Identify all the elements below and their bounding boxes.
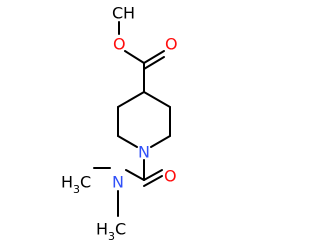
atom-methyl-top-h: H [123, 4, 135, 23]
bond-ring-c4-c5 [143, 91, 171, 108]
atom-o-carbonyl-bottom: O [164, 167, 177, 186]
atom-methyl-upper-sub: 3 [73, 183, 80, 196]
atom-n-ring: N [138, 143, 150, 162]
bond-ring-c2-n [117, 135, 138, 148]
bond-layer [93, 21, 171, 217]
molecule-structure: C H O O N O N H 3 C H 3 C [61, 4, 178, 244]
atom-methyl-lower-c: C [115, 220, 126, 239]
bond-ring-c4-c3 [117, 91, 145, 108]
bond-urea-o-1 [143, 169, 163, 181]
atom-o-carbonyl-top: O [165, 35, 178, 54]
atom-methyl-lower-sub: 3 [108, 230, 115, 243]
bond-carbonyl-o-top-1 [143, 50, 165, 64]
atom-n-amide: N [112, 173, 124, 192]
atom-methyl-top-c: C [112, 4, 123, 23]
bond-urea-o-2 [143, 175, 163, 187]
atom-methyl-lower-h: H [96, 220, 108, 239]
bond-o-ester-carbonyl [124, 50, 145, 64]
atom-methyl-upper-c: C [80, 173, 91, 192]
bond-urea-n-amide [125, 169, 145, 181]
bond-ring-c6-n [150, 135, 171, 148]
bond-carbonyl-o-top-2 [143, 56, 165, 70]
atom-label-layer: C H O O N O N H 3 C H 3 C [61, 4, 178, 244]
atom-methyl-upper-h: H [61, 173, 73, 192]
atom-o-ester: O [113, 35, 126, 54]
